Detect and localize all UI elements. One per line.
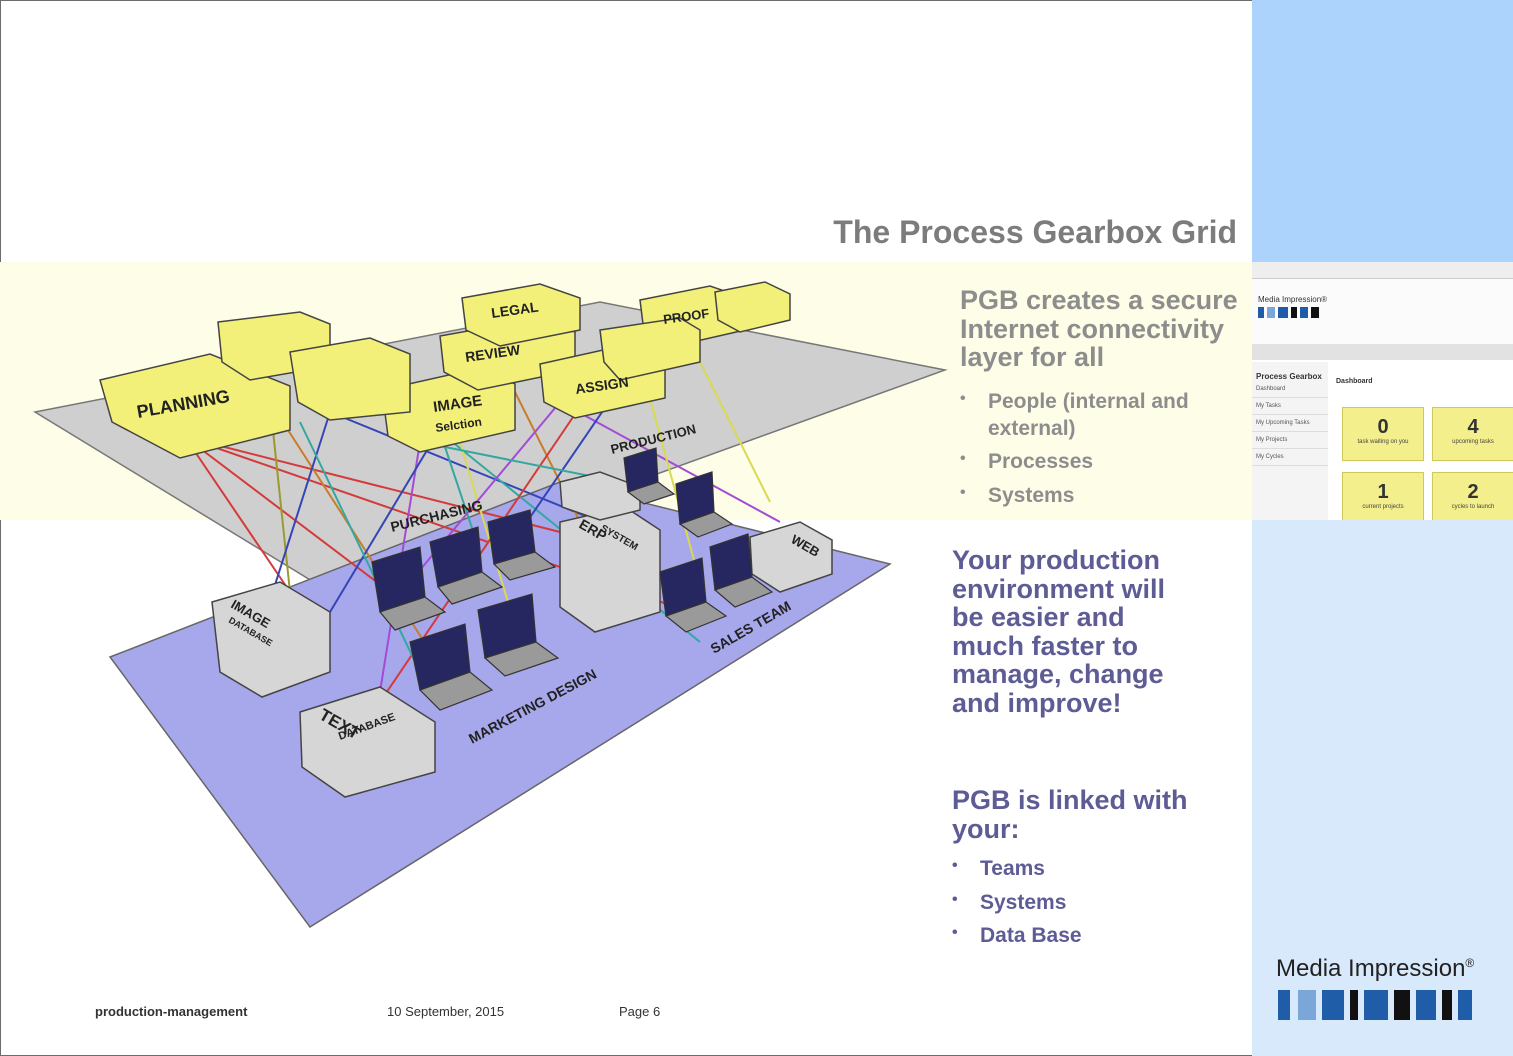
footer-page: Page 6	[619, 1004, 661, 1019]
tile-label: current projects	[1362, 504, 1404, 510]
thumb-brand: Media Impression®	[1258, 295, 1328, 304]
process-boxes	[99, 281, 791, 459]
thumb-sidebar-item[interactable]: My Projects	[1252, 432, 1328, 449]
tile-value: 0	[1377, 416, 1389, 438]
server-image-db	[211, 581, 331, 698]
box-far	[714, 281, 791, 333]
thumb-header: Media Impression®	[1252, 279, 1513, 344]
box-right	[599, 317, 701, 381]
label-assign: ASSIGN	[574, 374, 629, 397]
thumb-sidebar-item[interactable]: My Upcoming Tasks	[1252, 415, 1328, 432]
intro-bullets: People (internal and external) Processes…	[960, 389, 1240, 517]
linked-bullet: Systems	[952, 890, 1212, 917]
footer-date: 10 September, 2015	[387, 1004, 505, 1019]
slide-title: The Process Gearbox Grid	[833, 214, 1237, 250]
label-proof: PROOF	[662, 306, 710, 327]
intro-bullet: Systems	[960, 483, 1240, 510]
tile-label: upcoming tasks	[1452, 439, 1494, 445]
thumb-sidebar-item[interactable]: Dashboard	[1252, 381, 1328, 398]
thumb-logo-bars	[1258, 307, 1322, 318]
thumb-tile[interactable]: 2 cycles to launch	[1432, 472, 1513, 520]
thumb-sidebar-title: Process Gearbox	[1256, 372, 1322, 381]
footer-doc-name: production-management	[95, 1004, 248, 1019]
thumb-toolbar	[1252, 262, 1513, 279]
box-mid	[289, 337, 411, 421]
thumb-tile[interactable]: 1 current projects	[1342, 472, 1424, 520]
thumb-tile[interactable]: 4 upcoming tasks	[1432, 407, 1513, 461]
thumb-grey-strip	[1252, 344, 1513, 360]
brand-logo-text: Media Impression®	[1276, 955, 1474, 983]
right-panel-top	[1252, 0, 1513, 262]
tile-value: 1	[1377, 481, 1389, 503]
brand-logo-bars	[1278, 990, 1492, 1020]
tile-label: task waiting on you	[1357, 439, 1409, 445]
intro-heading: PGB creates a secure Internet connectivi…	[960, 285, 1238, 373]
server-small	[559, 471, 641, 521]
thumb-sidebar: Process Gearbox Dashboard My Tasks My Up…	[1252, 362, 1328, 520]
intro-bullet: Processes	[960, 449, 1240, 476]
linked-heading: PGB is linked with your:	[952, 785, 1188, 844]
label-selction: Selction	[434, 415, 482, 435]
tile-label: cycles to launch	[1451, 504, 1495, 510]
process-gearbox-diagram: PLANNING LEGAL REVIEW PROOF IMAGE Selcti…	[32, 281, 948, 929]
servers	[211, 471, 833, 798]
label-legal: LEGAL	[490, 298, 540, 321]
intro-bullet: People (internal and external)	[960, 389, 1240, 442]
claim-text: Your production environment will be easi…	[952, 545, 1166, 719]
label-image: IMAGE	[432, 392, 483, 416]
dashboard-screenshot: Media Impression® Process Gearbox Dashbo…	[1252, 262, 1513, 520]
brand-reg-mark: ®	[1465, 956, 1475, 970]
thumb-tile[interactable]: 0 task waiting on you	[1342, 407, 1424, 461]
thumb-sidebar-item[interactable]: My Tasks	[1252, 398, 1328, 415]
linked-bullet: Data Base	[952, 923, 1212, 950]
box-planning	[99, 353, 291, 459]
box-legal	[461, 283, 581, 347]
right-panel-bottom	[1252, 520, 1513, 1056]
laptops	[371, 447, 774, 711]
thumb-sidebar-item[interactable]: My Cycles	[1252, 449, 1328, 466]
brand-name: Media Impression	[1276, 955, 1466, 982]
linked-bullet: Teams	[952, 856, 1212, 883]
server-text-db	[299, 686, 436, 798]
tile-value: 2	[1467, 481, 1479, 503]
thumb-panel-title: Dashboard	[1336, 378, 1373, 385]
linked-bullets: Teams Systems Data Base	[952, 856, 1212, 957]
label-review: REVIEW	[464, 341, 522, 365]
tile-value: 4	[1467, 416, 1479, 438]
